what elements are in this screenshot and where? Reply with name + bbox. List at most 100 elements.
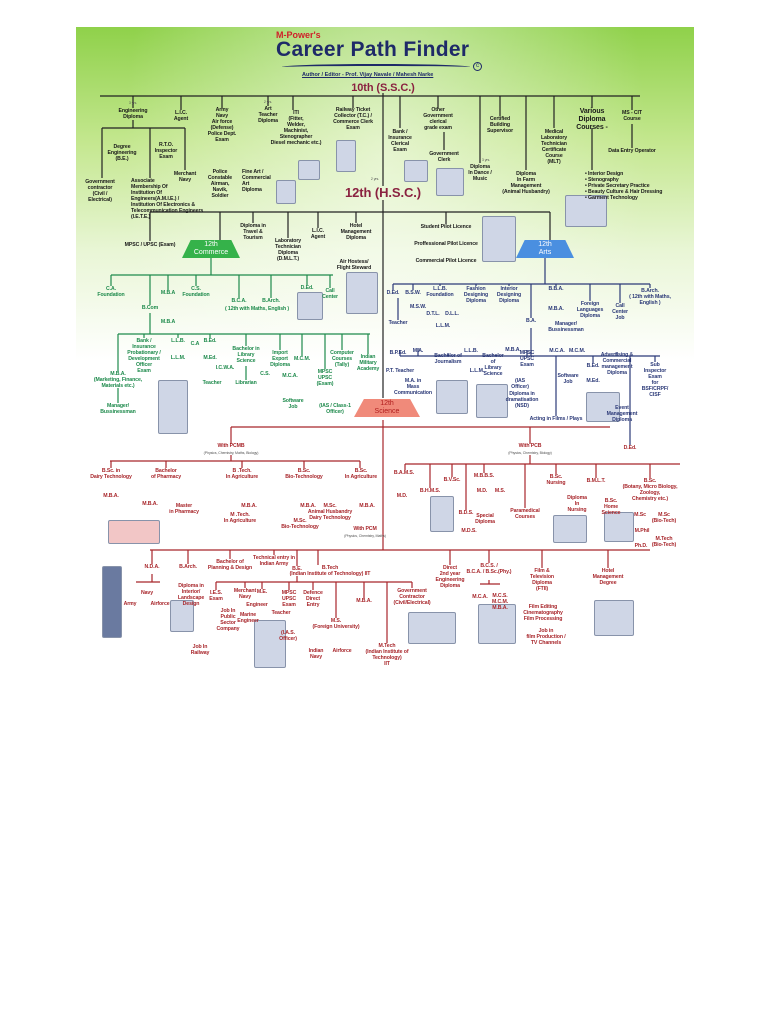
career-node-arts-teacher: Teacher [388,320,408,326]
illustration-scientist [604,512,634,542]
career-node-arts-ba: B.A. [526,318,536,324]
career-node-science-msc-ah: M.Sc. Animal Husbandry Dairy Technology [307,503,353,521]
career-node-top-merchant-navy: Merchant Navy [173,171,197,183]
career-node-commerce-ded: D.Ed. [300,285,314,291]
illustration-librarian [476,384,508,418]
career-node-arts-dtl: D.T.L. [426,311,440,317]
brand-name: M-Power's [276,30,321,40]
career-node-science-bsc-nursing: B.Sc. Nursing [546,474,566,486]
career-node-science-govt-contractor: Government Contractor (Civil/Electrical) [393,588,431,606]
career-node-arts-bped: B.P.Ed. [389,350,407,356]
career-node-top-art-teacher: Art Teacher Diploma [258,106,278,124]
career-node-science-airforce2: Airforce [332,648,352,654]
illustration-iti-worker [298,160,320,180]
career-node-science-bvsc: B.V.Sc. [443,477,461,483]
career-node-arts-software: Software Job [557,373,579,385]
career-node-commerce-import: Import Export Diploma [270,350,290,368]
career-node-arts-barch: B.Arch. ( 12th with Maths, English ) [629,288,671,306]
career-node-arts-dll: D.L.L. [445,311,459,317]
career-node-science-ms2: M.S. [494,488,506,494]
career-node-science-msc-bio: M.Sc. Bio-Technology [281,518,319,530]
career-node-science-btech-iit: B.Tech (Indian Institute of Technology) … [289,565,371,577]
career-node-science-job-film: Job in film Production / TV Channels [526,628,566,646]
career-node-top-prof-pilot: Proffessional Pilot Licence [414,241,478,247]
career-node-commerce-ca: C.A. Foundation [97,286,125,298]
career-node-science-navy: Navy [140,590,154,596]
career-node-science-pcb: With PCB [518,443,542,449]
career-node-top-travel: Diploma in Travel & Tourism [240,223,266,241]
career-node-top-various: Various Diploma Courses - [576,108,608,132]
career-node-science-mds: M.D.S. [461,528,477,534]
career-node-science-md: M.D. [396,493,408,499]
career-node-science-home-sci: B.Sc. Home Science [601,498,621,516]
career-node-commerce-teacher: Teacher [202,380,222,386]
illustration-tractor [108,520,160,544]
career-node-science-bds: B.D.S. [458,510,474,516]
career-node-science-bams: B.A.M.S. [393,470,415,476]
career-node-science-paramedical: Paramedical Courses [510,508,540,520]
career-node-top-student-pilot: Student Pilot Licence [420,224,472,230]
career-node-commerce-software: Software Job [282,398,304,410]
illustration-computer-engineer [478,604,516,644]
career-node-commerce-ias: (IAS / Class-1 Officer) [319,403,351,415]
career-node-commerce-ca2: C.A [190,341,200,347]
career-node-science-mtech-bio: M.Tech (Bio-Tech) [651,536,677,548]
career-node-commerce-mca: M.C.A. [282,373,298,379]
career-node-commerce-librarian: Librarian [235,380,257,386]
page-title: Career Path Finder [276,38,470,61]
career-node-arts-llm: L.L.M. [435,323,451,329]
illustration-air-hostess [346,272,378,314]
career-node-science-interior: Diploma in Interior/ Landscape Design [177,583,205,607]
career-node-science-pcmb-sub: (Physics, Chemistry, Maths, Biology) [203,451,259,455]
career-node-arts-mba: M.B.A. [548,306,564,312]
career-node-arts-acting: Acting in Films / Plays [529,416,583,422]
illustration-beautician [565,195,607,227]
career-node-arts-ma: M.A. [412,348,424,354]
career-node-science-indian-navy: Indian Navy [308,648,324,660]
career-node-science-bhms: B.H.M.S. [419,488,441,494]
career-node-science-master-pharm: Master in Pharmacy [169,503,199,515]
illustration-journalist [436,380,468,414]
career-node-science-special: Special Diploma [475,513,495,525]
illustration-artist [276,180,296,204]
illustration-clerk [404,160,428,182]
career-node-top-lic: L.I.C. Agent [173,110,189,122]
career-node-commerce-cs2: C.S. [260,371,270,377]
illustration-nurse [553,515,587,543]
career-node-science-mbbs: M.B.B.S. [473,473,495,479]
career-node-arts-ias: (IAS Officer) [511,378,529,390]
career-node-arts-ma-mass: M.A. in Mass Communication [394,378,432,396]
career-node-top-hotel-dip: Hotel Management Diploma [340,223,372,241]
career-node-commerce-bcom: B.Com [141,305,159,311]
career-node-top-army: Army Navy Air force (Defense) Police Dep… [207,107,237,143]
career-node-commerce-bach-lib: Bachelor in Library Science [232,346,260,364]
career-node-science-mca: M.C.A. [472,594,488,600]
career-node-science-mpsc: MPSC UPSC Exam [281,590,297,608]
career-node-top-other-govt: Other Government clerical grade exam [423,107,453,131]
illustration-officer [254,620,286,668]
career-node-arts-event: Event Management Diploma [606,405,638,423]
career-node-science-dip-nursing: Diploma In Nursing [567,495,587,513]
illustration-lawyer [158,380,188,434]
career-node-commerce-military: Indian Military Academy [356,354,380,372]
career-node-top-medical-lab: Medical Laboratory Technician Certificat… [540,129,568,165]
career-node-arts-pt-teacher: P.T. Teacher [385,368,415,374]
career-node-top-air-hostess: Air Hostess/ Flight Steward [336,259,372,271]
career-node-arts-bach-lib: Bachelor of Library Science [482,353,504,377]
career-node-science-msc: M.Sc [634,512,646,518]
career-node-science-mba-p: M.B.A. [142,501,158,507]
career-node-top-comm-pilot: Commercial Pilot Licence [415,258,477,264]
career-node-science-film-edit: Film Editing Cinematography Film Process… [523,604,563,622]
career-node-commerce-med: M.Ed. [203,355,217,361]
career-node-top-y2: 2 yrs. [263,100,273,104]
career-node-science-ms: M.S. (Foreign University) [312,618,360,630]
career-node-science-btech-ag: B .Tech. In Agriculture [225,468,259,480]
career-node-top-y3: 3 yrs. [128,101,138,105]
career-node-top-certified: Certified Building Supervisor [486,116,514,134]
career-node-arts-ded-sci: D.Ed. [623,445,637,451]
illustration-doctor [430,496,454,532]
career-node-science-job-railway: Job In Railway [190,644,210,656]
career-node-arts-ded: D.Ed. [386,290,400,296]
career-node-science-marine: Marine Engineer [237,612,259,624]
career-node-commerce-bank-po: Bank / Insurance Probationary / Developm… [127,338,161,374]
